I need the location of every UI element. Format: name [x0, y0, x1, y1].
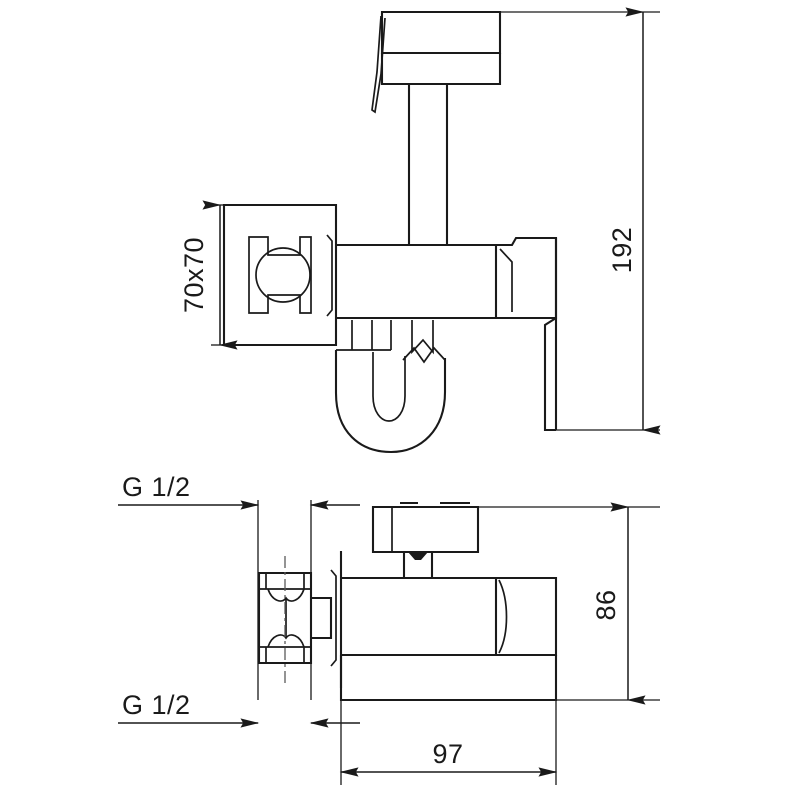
- g12-lower-label: G 1/2: [122, 690, 191, 720]
- wall-flange-group: [330, 551, 343, 688]
- dimension-192: 192: [500, 7, 661, 435]
- valve-handle-block: [496, 236, 558, 320]
- inlet-band-ticks: [265, 573, 305, 663]
- dimension-97: 97: [339, 700, 558, 785]
- dim-97-text: 97: [432, 739, 463, 769]
- plan-extension-lines: [257, 500, 312, 700]
- sprayer-head-body: [380, 10, 502, 55]
- hose-holder-group: [334, 316, 496, 454]
- g12-upper-label: G 1/2: [122, 472, 191, 502]
- plan-body-group: [339, 576, 558, 702]
- dim-192-text: 192: [607, 227, 637, 274]
- escutcheon-inner-bracket: [248, 236, 312, 314]
- valve-body-main-block: [336, 243, 498, 320]
- plan-handle-block: [496, 576, 558, 657]
- holder-break-symbol-lower: [402, 346, 446, 364]
- front-elevation-view: 192 70x70: [179, 7, 661, 454]
- plan-handle-curve: [498, 579, 508, 654]
- inlet-connector-group: [257, 556, 333, 683]
- holder-break-symbol-upper: [411, 320, 434, 355]
- valve-lever-taper: [499, 248, 513, 312]
- dimension-86: 86: [478, 502, 660, 705]
- hose-outlet-circle: [255, 247, 311, 303]
- plan-sprayer-head-group: [371, 501, 480, 578]
- valve-handle-plate: [543, 317, 557, 432]
- valve-body-group: [336, 236, 558, 432]
- dim-86-text: 86: [591, 589, 621, 620]
- wall-flange-rib: [330, 569, 337, 667]
- holder-hook-inner: [372, 352, 406, 422]
- inlet-spigot: [311, 596, 333, 640]
- wall-escutcheon-plate: [222, 203, 338, 347]
- escutcheon-right-rib: [326, 234, 333, 317]
- callout-g12-lower: G 1/2: [118, 690, 360, 728]
- dimension-70x70: 70x70: [179, 200, 238, 350]
- plan-lower-plate: [339, 655, 558, 702]
- escutcheon-outer-square: [222, 203, 338, 347]
- sprayer-head-lower-face: [380, 53, 502, 86]
- dim-70x70-text: 70x70: [179, 237, 209, 313]
- callout-g12-upper: G 1/2: [118, 472, 360, 510]
- plan-sprayer-head-body: [371, 505, 480, 554]
- sprayer-trigger-lever: [371, 15, 386, 114]
- plan-body-main-block: [341, 576, 498, 657]
- plan-top-view: G 1/2 G 1/2 86 97: [118, 472, 660, 785]
- sprayer-head-group: [371, 10, 502, 245]
- plan-stem-nub: [408, 552, 428, 560]
- holder-hook-outer: [334, 350, 447, 454]
